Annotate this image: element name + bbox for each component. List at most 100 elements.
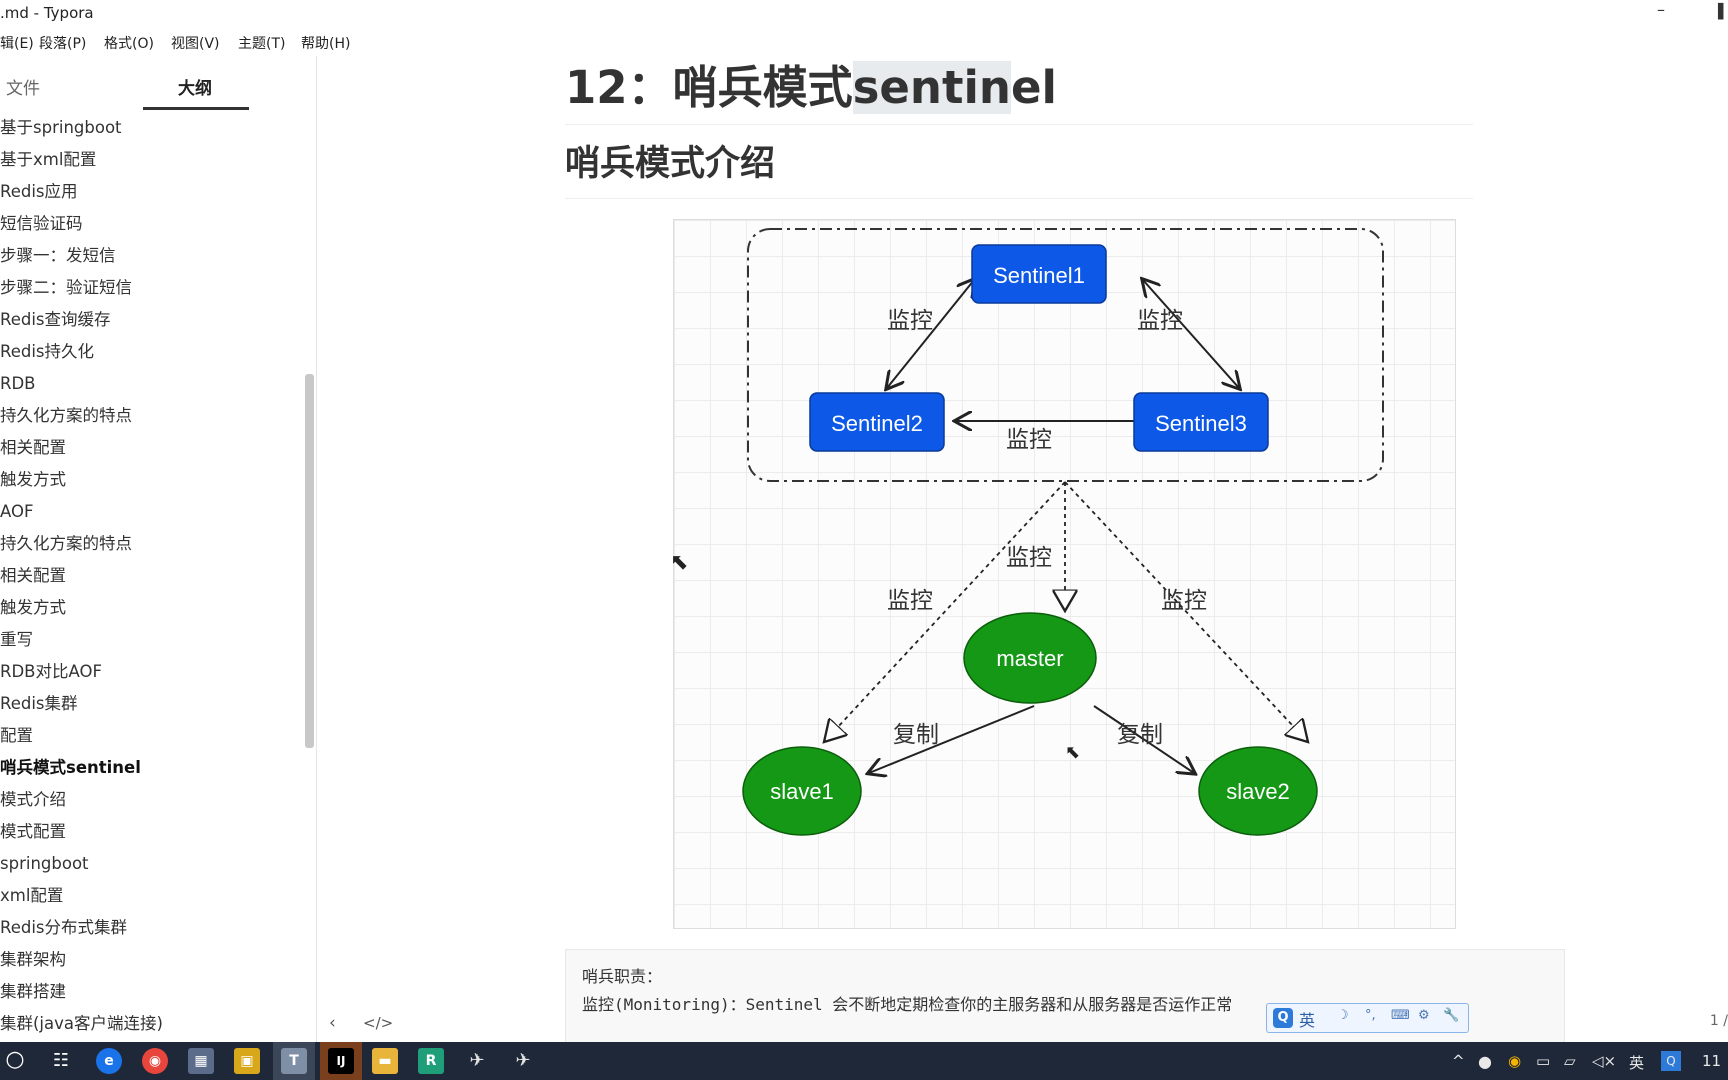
outline-item[interactable]: 模式配置: [0, 822, 66, 841]
source-code-toggle[interactable]: </>: [363, 1014, 394, 1032]
outline-item[interactable]: 持久化方案的特点: [0, 406, 132, 425]
outline-item[interactable]: 步骤一：发短信: [0, 246, 116, 265]
label-monitor-3: 监控: [1006, 427, 1052, 453]
page-indicator: 1 /: [1709, 1013, 1728, 1029]
collapse-icon[interactable]: ‹: [329, 1013, 336, 1033]
volume-icon[interactable]: ◁×: [1592, 1052, 1617, 1070]
label-monitor-2: 监控: [1137, 308, 1183, 334]
mouse-cursor-icon: ⬉: [670, 550, 689, 575]
node-slave1-label: slave1: [770, 779, 834, 804]
outline-item[interactable]: 集群(java客户端连接): [0, 1014, 163, 1033]
outline-item[interactable]: Redis集群: [0, 694, 78, 713]
node-master: [963, 612, 1097, 704]
sentinel-group-border: [747, 228, 1384, 482]
tab-files[interactable]: 文件: [6, 79, 40, 99]
outline-item[interactable]: 哨兵模式sentinel: [0, 758, 141, 777]
task-view-icon[interactable]: ☷: [52, 1050, 70, 1071]
menu-edit[interactable]: 编辑(E): [0, 36, 34, 52]
typora-icon[interactable]: T: [281, 1048, 307, 1074]
outline-item[interactable]: Redis查询缓存: [0, 310, 111, 329]
ime-wrench-icon[interactable]: 🔧: [1443, 1008, 1460, 1023]
outline-item[interactable]: Redis分布式集群: [0, 918, 128, 937]
node-master-label: master: [996, 646, 1063, 671]
outline-item[interactable]: 集群搭建: [0, 982, 66, 1001]
input-language[interactable]: 英: [1629, 1054, 1645, 1072]
outline-item[interactable]: Redis应用: [0, 182, 78, 201]
menu-help[interactable]: 帮助(H): [301, 36, 351, 52]
heading-2: 哨兵模式介绍: [565, 136, 1473, 199]
outline-item[interactable]: 相关配置: [0, 566, 66, 585]
outline-item[interactable]: RDB: [0, 374, 36, 393]
ime-toolbar[interactable]: Q 英 ☽ °, ⌨ ⚙ 🔧: [1266, 1003, 1469, 1033]
taskbar: ○ ☷ e ◉ ▦ ▣ T IJ ▬ R ✈ ✈ ^ ● ◉ ▭ ▱ ◁× 英 …: [0, 1042, 1728, 1080]
editor-content[interactable]: 12：哨兵模式sentinel 哨兵模式介绍: [318, 56, 1728, 1042]
outline-item[interactable]: 步骤二：验证短信: [0, 278, 132, 297]
outline-item[interactable]: AOF: [0, 502, 34, 521]
microphone-icon[interactable]: ●: [1478, 1052, 1492, 1071]
edge-browser-icon[interactable]: e: [96, 1048, 122, 1074]
outline-item[interactable]: 基于springboot: [0, 118, 122, 137]
outline-item[interactable]: 重写: [0, 630, 33, 649]
app-green-icon[interactable]: R: [418, 1048, 444, 1074]
outline-item[interactable]: 触发方式: [0, 470, 66, 489]
ime-language[interactable]: 英: [1299, 1011, 1316, 1030]
outline-list: 基于springboot 基于xml配置 Redis应用短信验证码步骤一：发短信步骤…: [0, 112, 300, 1040]
edge-monitor-slave2: [1064, 481, 1308, 742]
node-slave2: [1198, 746, 1318, 836]
network-icon[interactable]: ▱: [1564, 1052, 1576, 1070]
app-bird-icon-2[interactable]: ✈: [515, 1050, 531, 1071]
ime-keyboard-icon[interactable]: ⌨: [1391, 1008, 1410, 1023]
code-line-2: 监控(Monitoring)：Sentinel 会不断地定期检查你的主服务器和从…: [582, 995, 1233, 1014]
app-icon[interactable]: ▦: [188, 1048, 214, 1074]
label-monitor-6: 监控: [1161, 588, 1207, 614]
outline-item[interactable]: 触发方式: [0, 598, 66, 617]
heading-1-prefix: 12：哨兵模式: [565, 61, 853, 114]
outline-item[interactable]: 持久化方案的特点: [0, 534, 132, 553]
outline-item[interactable]: 模式介绍: [0, 790, 66, 809]
menu-paragraph[interactable]: 段落(P): [39, 36, 87, 52]
code-line-1: 哨兵职责：: [582, 967, 663, 986]
minimize-button[interactable]: –: [1657, 0, 1665, 19]
start-search-icon[interactable]: ○: [5, 1047, 25, 1072]
sentinel-diagram-image: Sentinel1 Sentinel2 Sentinel3 master sla…: [673, 219, 1456, 929]
chrome-icon[interactable]: ◉: [142, 1048, 168, 1074]
intellij-icon[interactable]: IJ: [328, 1048, 354, 1074]
menu-theme[interactable]: 主题(T): [238, 36, 286, 52]
outline-item[interactable]: 配置: [0, 726, 33, 745]
outline-item[interactable]: Redis持久化: [0, 342, 95, 361]
ime-settings-icon[interactable]: ⚙: [1418, 1008, 1430, 1023]
menu-bar: 编辑(E) 段落(P) 格式(O) 视图(V) 主题(T) 帮助(H): [0, 30, 1728, 56]
outline-item[interactable]: 集群架构: [0, 950, 66, 969]
outline-item[interactable]: RDB对比AOF: [0, 662, 102, 681]
systray-app-icon[interactable]: ◉: [1508, 1052, 1522, 1070]
window-title: .md - Typora: [0, 4, 94, 22]
explorer-icon[interactable]: ▬: [372, 1048, 398, 1074]
sentinel-diagram: Sentinel1 Sentinel2 Sentinel3 master sla…: [742, 228, 1384, 836]
tab-outline[interactable]: 大纲: [143, 64, 249, 110]
node-slave1: [742, 746, 862, 836]
sidebar-scrollbar[interactable]: [305, 374, 314, 748]
app-bird-icon[interactable]: ✈: [469, 1050, 485, 1071]
systray-chevron-icon[interactable]: ^: [1452, 1052, 1465, 1070]
label-monitor-1: 监控: [887, 308, 933, 334]
outline-item[interactable]: xml配置: [0, 886, 64, 905]
edge-s1-s2: [887, 280, 974, 388]
label-replicate-1: 复制: [893, 722, 939, 748]
menu-format[interactable]: 格式(O): [104, 36, 154, 52]
outline-item[interactable]: 短信验证码: [0, 214, 83, 233]
battery-icon[interactable]: ▭: [1536, 1052, 1551, 1070]
node-sentinel3: [1133, 392, 1269, 452]
label-monitor-5: 监控: [887, 588, 933, 614]
ime-tray-icon[interactable]: Q: [1661, 1051, 1681, 1071]
ime-moon-icon[interactable]: ☽: [1337, 1008, 1349, 1023]
menu-view[interactable]: 视图(V): [171, 36, 220, 52]
ime-punct-icon[interactable]: °,: [1365, 1008, 1376, 1023]
outline-item[interactable]: springboot: [0, 854, 89, 873]
outline-item[interactable]: 基于xml配置: [0, 150, 97, 169]
edge-s1-s3: [1143, 280, 1239, 388]
heading-1-suffix: el: [1010, 61, 1057, 114]
title-bar: .md - Typora – ▌: [0, 0, 1728, 28]
outline-item[interactable]: 相关配置: [0, 438, 66, 457]
app-yellow-icon[interactable]: ▣: [234, 1048, 260, 1074]
clock[interactable]: 11: [1702, 1052, 1722, 1070]
